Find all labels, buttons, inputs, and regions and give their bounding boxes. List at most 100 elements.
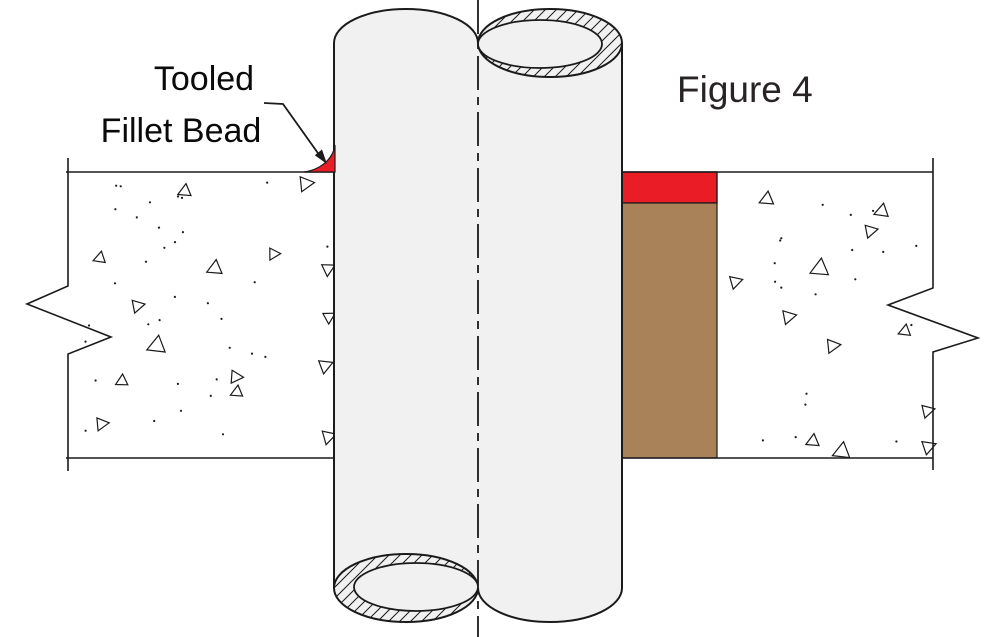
aggregate-dot [849,213,852,216]
aggregate-dot [173,241,177,244]
aggregate-triangle-icon [229,383,244,397]
aggregate-dot [158,319,161,322]
aggregate-dot [821,203,824,206]
aggregate-dot [181,231,184,234]
aggregate-triangle-icon [114,372,129,386]
callout-label-line2: Fillet Bead [101,112,262,150]
aggregate-dot [794,436,797,439]
aggregate-dot [228,346,231,349]
aggregate-dot [157,226,161,229]
aggregate-triangle-icon [758,189,775,205]
aggregate-triangle-icon [808,256,830,276]
aggregate-triangle-icon [872,202,889,218]
aggregate-triangle-icon [131,299,147,315]
aggregate-dot [176,195,180,198]
aggregate-dot [115,184,118,187]
leader-arrowhead-icon [314,149,327,164]
aggregate-triangle-icon [205,258,223,275]
figure-title: Figure 4 [677,69,813,110]
aggregate-dot [84,429,87,432]
aggregate-triangle-icon [91,250,107,264]
aggregate-dot [326,245,329,248]
aggregate-dot [173,295,176,298]
aggregate-dot [780,237,783,240]
hatch-line [567,9,622,77]
hatch-line [334,554,388,622]
aggregate-triangle-icon [317,360,335,376]
aggregate-dot [773,262,776,265]
aggregate-dot [94,379,97,382]
aggregate-triangle-icon [864,224,880,240]
aggregate-dot [113,282,117,285]
aggregate-dot [221,433,225,436]
aggregate-triangle-icon [897,322,912,337]
aggregate-dot [895,440,898,443]
concrete-texture-left [84,175,338,446]
aggregate-triangle-icon [269,247,282,262]
pipe-left-outline [333,8,479,588]
aggregate-dot [253,281,256,284]
aggregate-dot [148,201,152,204]
leader-line [263,102,321,157]
aggregate-dot [114,208,117,211]
aggregate-dot [780,286,783,289]
aggregate-dot [176,382,179,385]
aggregate-triangle-icon [230,369,245,385]
callout-label-line1: Tooled [154,60,254,98]
pipe-right-outline [477,43,623,623]
hatch-line [248,546,332,630]
aggregate-triangle-icon [96,416,111,432]
aggregate-triangle-icon [921,404,937,420]
aggregate-dot [87,324,91,327]
aggregate-dot [872,209,875,212]
concrete-right [621,158,981,470]
backer-rod-band [621,202,718,459]
aggregate-dot [147,323,150,326]
aggregate-dot [135,216,138,219]
aggregate-triangle-icon [921,440,938,456]
aggregate-dot [179,409,183,412]
aggregate-dot [206,302,209,305]
aggregate-dot [805,392,808,395]
aggregate-dot [915,244,918,247]
aggregate-triangle-icon [321,430,338,446]
aggregate-dot [144,260,148,263]
aggregate-dot [266,181,269,184]
aggregate-dot [910,323,913,327]
aggregate-dot [761,439,765,442]
aggregate-dot [163,246,166,249]
aggregate-dot [84,340,87,343]
pipe-right-bore-ellipse [477,19,603,69]
pipe-left-body [334,9,478,622]
aggregate-dot [209,394,212,397]
aggregate-dot [220,317,223,320]
aggregate-dot [153,419,156,423]
aggregate-dot [851,248,854,252]
aggregate-dot [215,378,218,381]
aggregate-triangle-icon [299,175,316,193]
aggregate-triangle-icon [176,182,192,197]
sealant-band [621,171,718,204]
hatch-line [334,554,344,622]
aggregate-dot [779,239,782,242]
aggregate-triangle-icon [320,264,337,278]
break-line-right [885,158,981,470]
concrete-left [24,158,338,471]
aggregate-dot [264,355,267,358]
aggregate-triangle-icon [728,275,744,291]
aggregate-dot [854,278,857,281]
aggregate-dot [804,403,807,406]
aggregate-dot [250,352,254,355]
break-line-left [24,158,114,471]
pipe-right [477,8,623,623]
aggregate-triangle-icon [804,432,820,447]
pipe-right-body [478,9,622,622]
aggregate-triangle-icon [826,338,843,355]
pipe-left [248,8,479,630]
aggregate-dot [774,280,777,283]
aggregate-dot [814,293,817,296]
concrete-texture-right [642,189,938,459]
tooled-fillet-bead [303,144,336,173]
aggregate-dot [119,185,122,188]
